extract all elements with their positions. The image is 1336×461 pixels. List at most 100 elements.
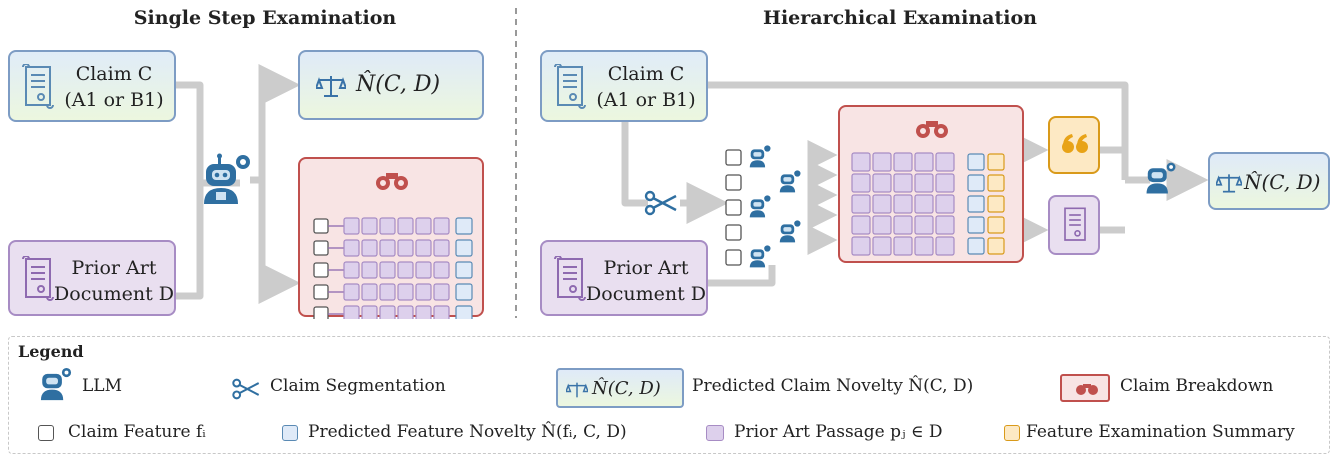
scales-icon	[1216, 174, 1242, 193]
legend-feature: Claim Feature fᵢ	[68, 422, 206, 442]
legend-passage: Prior Art Passage pⱼ ∈ D	[734, 422, 943, 442]
passage-cell	[361, 217, 378, 235]
left-panel-title: Single Step Examination	[133, 7, 397, 29]
passage-cell	[851, 173, 871, 193]
claim-sublabel: (A1 or B1)	[596, 89, 696, 111]
robot-icon	[40, 367, 72, 401]
legend-summary: Feature Examination Summary	[1026, 422, 1295, 442]
passage-cell	[935, 173, 955, 193]
scroll-icon	[554, 64, 586, 109]
passage-cell	[433, 239, 450, 257]
left-novelty-box: N̂(C, D)	[298, 50, 484, 120]
feature-checkbox	[313, 218, 329, 234]
legend-feature-swatch	[38, 425, 54, 441]
summary-cell	[987, 174, 1005, 192]
feature-checkbox	[313, 284, 329, 300]
passage-cell	[397, 261, 414, 279]
right-breakdown-grid	[851, 121, 1005, 256]
passage-cell	[379, 305, 396, 319]
passage-cell	[893, 236, 913, 256]
passage-cell	[935, 215, 955, 235]
scales-icon	[316, 76, 346, 97]
feature-novelty-cell	[967, 153, 985, 171]
legend-segmentation: Claim Segmentation	[270, 376, 446, 396]
passage-cell	[379, 239, 396, 257]
scissors-icon	[232, 378, 260, 400]
passage-cell	[379, 283, 396, 301]
passage-cell	[851, 215, 871, 235]
passage-cell	[343, 217, 360, 235]
passage-cell	[415, 261, 432, 279]
passage-cell	[914, 152, 934, 172]
scales-icon	[566, 382, 588, 398]
binoculars-icon	[916, 121, 948, 138]
legend-breakdown-box	[1060, 374, 1110, 402]
robot-icon	[749, 195, 771, 218]
passage-cell	[415, 283, 432, 301]
right-novelty-box: N̂(C, D)	[1208, 152, 1330, 210]
legend-breakdown: Claim Breakdown	[1120, 376, 1274, 396]
feature-novelty-cell	[455, 239, 473, 257]
prior-label: Prior Art	[603, 257, 689, 279]
passage-cell	[872, 215, 892, 235]
prior-sublabel: Document D	[54, 283, 174, 305]
robot-icon	[779, 170, 801, 193]
feature-checkbox	[725, 199, 742, 216]
scroll-icon	[1064, 207, 1086, 241]
legend-passage-swatch	[706, 425, 724, 441]
left-claim-box: Claim C (A1 or B1)	[8, 50, 176, 122]
prior-sublabel: Document D	[586, 283, 706, 305]
passage-cell	[433, 305, 450, 319]
passage-cell	[851, 152, 871, 172]
passage-cell	[397, 217, 414, 235]
passage-cell	[361, 261, 378, 279]
feature-novelty-cell	[455, 261, 473, 279]
claim-to-scissors	[621, 120, 648, 207]
passage-cell	[433, 283, 450, 301]
legend-panel	[8, 336, 1330, 454]
binoculars-icon	[1076, 384, 1098, 395]
claim-label: Claim C	[75, 63, 153, 85]
passage-cell	[415, 217, 432, 235]
summary-cell	[987, 195, 1005, 213]
scroll-icon	[554, 256, 586, 301]
feature-novelty-cell	[967, 237, 985, 255]
claim-sublabel: (A1 or B1)	[64, 89, 164, 111]
summary-quote-box	[1048, 116, 1100, 174]
passage-cell	[415, 305, 432, 319]
robot-icon	[204, 153, 250, 204]
passage-cell	[397, 305, 414, 319]
legend-title: Legend	[18, 342, 84, 361]
passage-cell	[379, 261, 396, 279]
right-panel-title: Hierarchical Examination	[763, 7, 1037, 29]
passage-cell	[361, 283, 378, 301]
scroll-icon	[22, 256, 54, 301]
feature-checkbox	[313, 262, 329, 278]
passage-cell	[893, 215, 913, 235]
robot-icon	[749, 245, 771, 268]
passage-cell	[343, 305, 360, 319]
left-merge-line	[176, 81, 204, 300]
prior-to-robots	[708, 265, 776, 287]
passage-cell	[343, 239, 360, 257]
passage-cell	[361, 239, 378, 257]
novelty-label: N̂(C, D)	[1244, 170, 1321, 194]
scissors-icon	[644, 190, 677, 216]
right-claim-box: Claim C (A1 or B1)	[540, 50, 708, 122]
robot-icon	[1146, 162, 1176, 194]
feature-novelty-cell	[967, 195, 985, 213]
passage-cell	[433, 261, 450, 279]
legend-feature-novelty: Predicted Feature Novelty N̂(fᵢ, C, D)	[308, 422, 627, 442]
legend-claim-novelty: Predicted Claim Novelty N̂(C, D)	[692, 376, 974, 396]
passage-cell	[343, 283, 360, 301]
passage-cell	[361, 305, 378, 319]
passage-cell	[914, 236, 934, 256]
right-breakdown-box	[838, 105, 1024, 263]
summary-cell	[987, 216, 1005, 234]
prior-label: Prior Art	[71, 257, 157, 279]
feature-novelty-cell	[967, 216, 985, 234]
legend-llm: LLM	[82, 376, 122, 396]
feature-checkbox	[725, 224, 742, 241]
feature-novelty-cell	[455, 217, 473, 235]
